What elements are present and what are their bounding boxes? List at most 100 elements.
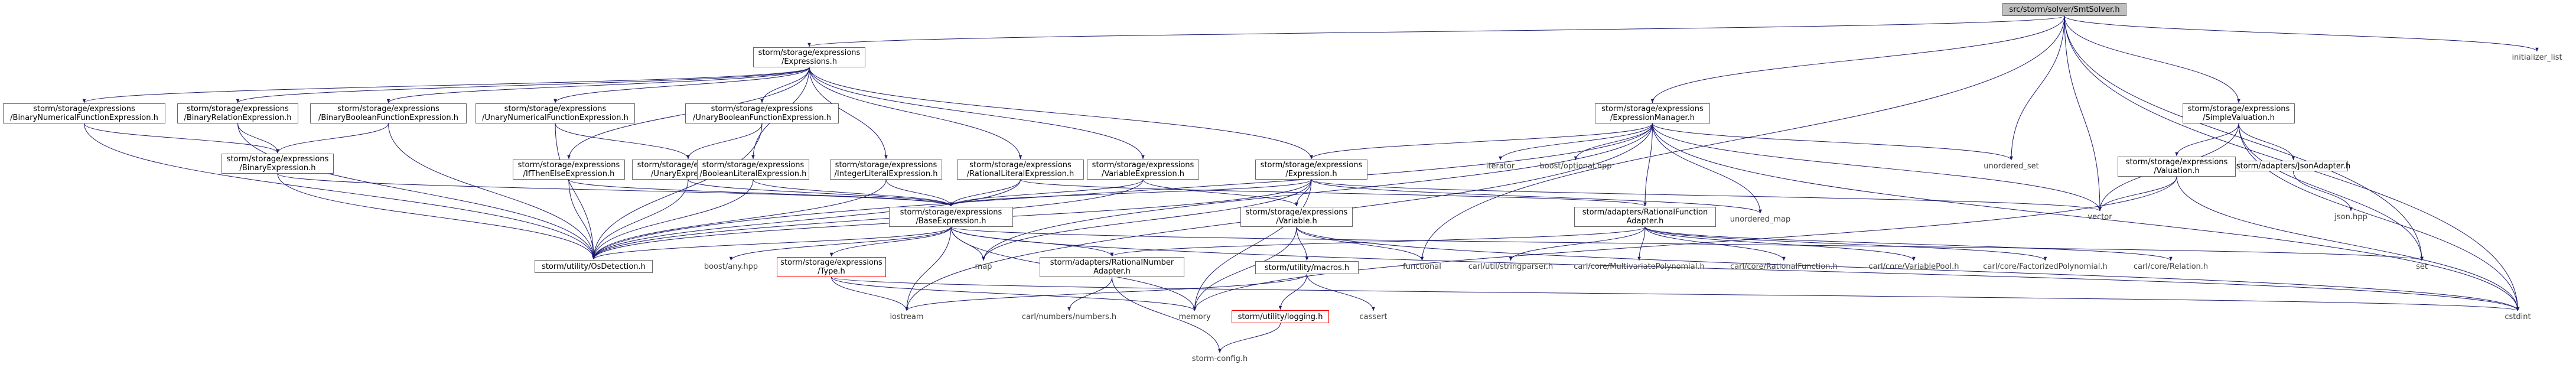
edge-baseexpr-to-boost-any <box>729 226 952 261</box>
node-binnumfunc[interactable]: storm/storage/expressions/BinaryNumerica… <box>3 103 165 123</box>
node-binexpr[interactable]: storm/storage/expressions/BinaryExpressi… <box>222 154 334 174</box>
edge-binbool-to-binexpr <box>276 123 389 154</box>
edge-unboolfunc-to-unexpr <box>686 123 763 160</box>
node-macros-h[interactable]: storm/utility/macros.h <box>1255 261 1359 274</box>
node-logging-h[interactable]: storm/utility/logging.h <box>1232 310 1329 323</box>
node-jsonadapter[interactable]: storm/adapters/JsonAdapter.h <box>2236 161 2350 171</box>
node-label-line: json.hpp <box>2334 212 2367 222</box>
node-label-line: /BinaryExpression.h <box>239 164 316 173</box>
node-cassert: cassert <box>1353 311 1394 322</box>
edge-type-h-to-memory <box>831 277 1197 311</box>
node-label-line: functional <box>1403 262 1441 271</box>
edge-type-h-to-cstdint <box>831 277 2519 311</box>
edge-exprmgr-to-expression-h <box>1310 123 1653 160</box>
edge-binnumfunc-to-osdetection <box>84 123 595 260</box>
node-label-line: carl/core/MultivariatePolynomial.h <box>1574 262 1705 271</box>
node-unboolfunc[interactable]: storm/storage/expressions/UnaryBooleanFu… <box>685 103 839 123</box>
node-label-line: set <box>2416 262 2428 271</box>
node-set: set <box>2410 261 2434 272</box>
node-label-line: storm/storage/expressions <box>337 105 439 113</box>
node-label-line: initializer_list <box>2512 53 2562 62</box>
edge-expressions-h-to-unnumfunc <box>553 67 810 103</box>
node-root[interactable]: src/storm/solver/SmtSolver.h <box>2002 3 2126 16</box>
node-label-line: /UnaryBooleanFunctionExpression.h <box>692 113 831 122</box>
node-baseexpr[interactable]: storm/storage/expressions/BaseExpression… <box>889 207 1013 227</box>
node-label-line: Adapter.h <box>1093 267 1131 276</box>
node-ifthenelse[interactable]: storm/storage/expressions/IfThenElseExpr… <box>513 160 625 180</box>
node-boollit[interactable]: storm/storage/expressions/BooleanLiteral… <box>697 160 809 180</box>
edge-boollit-to-baseexpr <box>753 179 953 207</box>
node-label-line: storm/storage/expressions <box>504 105 607 113</box>
node-carl-varpool: carl/core/VariablePool.h <box>1864 261 1964 272</box>
node-type-h[interactable]: storm/storage/expressions/Type.h <box>777 257 886 277</box>
node-boost-any: boost/any.hpp <box>700 261 762 272</box>
node-varexpr[interactable]: storm/storage/expressions/VariableExpres… <box>1087 160 1199 180</box>
edge-expressions-h-to-varexpr <box>809 67 1145 160</box>
edge-binrel-to-binexpr <box>237 123 279 154</box>
edge-ratfunc-adapter-to-carl-varpool <box>1644 226 1916 261</box>
node-binrel[interactable]: storm/storage/expressions/BinaryRelation… <box>177 103 298 123</box>
node-carl-stringparser: carl/util/stringparser.h <box>1462 261 1559 272</box>
node-label-line: storm/storage/expressions <box>1601 105 1704 113</box>
node-ratlit[interactable]: storm/storage/expressions/RationalLitera… <box>957 160 1084 180</box>
node-unnumfunc[interactable]: storm/storage/expressions/UnaryNumerical… <box>476 103 635 123</box>
node-label-line: iterator <box>1486 161 1515 171</box>
node-label-line: carl/core/FactorizedPolynomial.h <box>1983 262 2108 271</box>
edge-baseexpr-to-type-h <box>829 226 952 257</box>
node-label-line: /UnaryNumericalFunctionExpression.h <box>482 113 628 122</box>
edge-macros-h-to-iostream <box>905 274 1307 311</box>
node-label-line: unordered_map <box>1730 214 1791 224</box>
node-intlit[interactable]: storm/storage/expressions/IntegerLiteral… <box>830 160 942 180</box>
node-label-line: carl/util/stringparser.h <box>1468 262 1554 271</box>
node-label-line: storm-config.h <box>1191 354 1248 363</box>
node-expressions-h[interactable]: storm/storage/expressions/Expressions.h <box>753 47 865 67</box>
edge-root-to-simpleval <box>2064 15 2240 103</box>
node-label-line: storm/storage/expressions <box>1092 161 1194 170</box>
edge-exprmgr-to-cstdint <box>1652 123 2520 311</box>
node-iterator: iterator <box>1480 161 1521 171</box>
node-label-line: /VariableExpression.h <box>1102 170 1184 178</box>
node-simpleval[interactable]: storm/storage/expressions/SimpleValuatio… <box>2183 103 2295 123</box>
node-carl-numbers: carl/numbers/numbers.h <box>1016 311 1122 322</box>
node-label-line: boost/any.hpp <box>704 262 758 271</box>
node-valuation-h[interactable]: storm/storage/expressions/Valuation.h <box>2118 157 2236 177</box>
edge-exprmgr-to-unordered-map <box>1652 123 1762 214</box>
node-carl-ratfunc: carl/core/RationalFunction.h <box>1725 261 1843 272</box>
edge-exprmgr-to-osdetection <box>592 123 1653 260</box>
edge-expressions-h-to-binrel <box>236 67 810 103</box>
node-osdetection[interactable]: storm/utility/OsDetection.h <box>535 260 653 273</box>
node-label-line: unordered_set <box>1984 161 2039 171</box>
edge-intlit-to-osdetection <box>592 179 887 260</box>
node-label-line: storm/storage/expressions <box>835 161 937 170</box>
node-unordered-set: unordered_set <box>1979 161 2044 171</box>
node-label-line: /BinaryRelationExpression.h <box>184 113 292 122</box>
node-label-line: iostream <box>890 312 924 321</box>
node-boost-optional: boost/optional.hpp <box>1539 161 1613 171</box>
edge-baseexpr-to-iostream <box>905 226 952 311</box>
node-expression-h[interactable]: storm/storage/expressions/Expression.h <box>1255 160 1367 180</box>
edge-binexpr-to-osdetection <box>277 173 595 260</box>
edge-exprmgr-to-vector <box>1652 123 2102 212</box>
edge-expressions-h-to-binnumfunc <box>82 67 810 103</box>
edge-unboolfunc-to-osdetection <box>592 123 763 260</box>
edge-exprmgr-to-unordered-set <box>1652 123 2013 161</box>
edge-expression-h-to-unordered-map <box>1311 179 1762 214</box>
node-label-line: /SimpleValuation.h <box>2203 113 2275 122</box>
edge-ratnum-adapter-to-carl-numbers <box>1067 277 1112 311</box>
edge-root-to-init-list <box>2064 15 2539 52</box>
node-binbool[interactable]: storm/storage/expressions/BinaryBooleanF… <box>310 103 467 123</box>
edge-expression-h-to-variable-h <box>1295 179 1312 207</box>
edge-binnumfunc-to-binexpr <box>84 123 279 154</box>
node-label-line: storm/utility/logging.h <box>1237 312 1323 321</box>
node-label-line: /BinaryBooleanFunctionExpression.h <box>318 113 459 122</box>
node-label-line: storm/storage/expressions <box>2187 105 2290 113</box>
node-exprmgr[interactable]: storm/storage/expressions/ExpressionMana… <box>1595 103 1710 123</box>
edge-exprmgr-to-iterator <box>1499 123 1653 161</box>
edge-unnumfunc-to-unexpr <box>555 123 690 160</box>
node-unordered-map: unordered_map <box>1728 214 1793 225</box>
node-variable-h[interactable]: storm/storage/expressions/Variable.h <box>1240 207 1353 227</box>
node-label-line: /BinaryNumericalFunctionExpression.h <box>10 113 158 122</box>
